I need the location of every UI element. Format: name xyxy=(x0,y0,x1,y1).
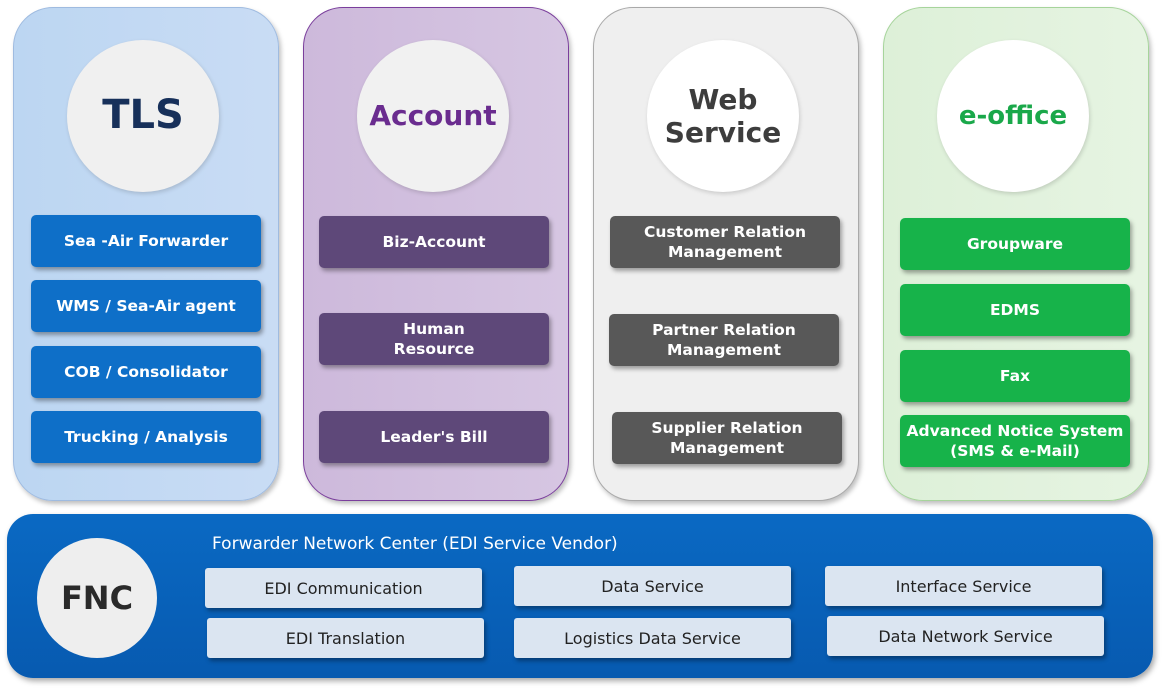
web-service-title: Web Service xyxy=(647,40,799,192)
fnc-service-logistics-data-service[interactable]: Logistics Data Service xyxy=(514,618,791,658)
web-item-supplier-relation[interactable]: Supplier Relation Management xyxy=(612,412,842,464)
fnc-title: Forwarder Network Center (EDI Service Ve… xyxy=(212,534,618,554)
tls-title: TLS xyxy=(67,40,219,192)
fnc-panel: FNC Forwarder Network Center (EDI Servic… xyxy=(7,514,1153,678)
account-panel: Account Biz-Account Human Resource Leade… xyxy=(303,7,569,501)
fnc-service-data-service[interactable]: Data Service xyxy=(514,566,791,606)
fnc-label: FNC xyxy=(37,538,157,658)
eoffice-item-advanced-notice-system[interactable]: Advanced Notice System (SMS & e-Mail) xyxy=(900,415,1130,467)
tls-item-trucking-analysis[interactable]: Trucking / Analysis xyxy=(31,411,261,463)
account-title: Account xyxy=(357,40,509,192)
account-item-leaders-bill[interactable]: Leader's Bill xyxy=(319,411,549,463)
fnc-service-data-network-service[interactable]: Data Network Service xyxy=(827,616,1104,656)
eoffice-item-edms[interactable]: EDMS xyxy=(900,284,1130,336)
web-item-partner-relation[interactable]: Partner Relation Management xyxy=(609,314,839,366)
web-service-panel: Web Service Customer Relation Management… xyxy=(593,7,859,501)
tls-item-wms-sea-air-agent[interactable]: WMS / Sea-Air agent xyxy=(31,280,261,332)
account-item-human-resource[interactable]: Human Resource xyxy=(319,313,549,365)
web-item-customer-relation[interactable]: Customer Relation Management xyxy=(610,216,840,268)
fnc-service-interface-service[interactable]: Interface Service xyxy=(825,566,1102,606)
eoffice-item-fax[interactable]: Fax xyxy=(900,350,1130,402)
fnc-service-edi-communication[interactable]: EDI Communication xyxy=(205,568,482,608)
e-office-panel: e-office Groupware EDMS Fax Advanced Not… xyxy=(883,7,1149,501)
account-item-biz-account[interactable]: Biz-Account xyxy=(319,216,549,268)
tls-item-sea-air-forwarder[interactable]: Sea -Air Forwarder xyxy=(31,215,261,267)
fnc-service-edi-translation[interactable]: EDI Translation xyxy=(207,618,484,658)
tls-item-cob-consolidator[interactable]: COB / Consolidator xyxy=(31,346,261,398)
eoffice-item-groupware[interactable]: Groupware xyxy=(900,218,1130,270)
tls-panel: TLS Sea -Air Forwarder WMS / Sea-Air age… xyxy=(13,7,279,501)
e-office-title: e-office xyxy=(937,40,1089,192)
